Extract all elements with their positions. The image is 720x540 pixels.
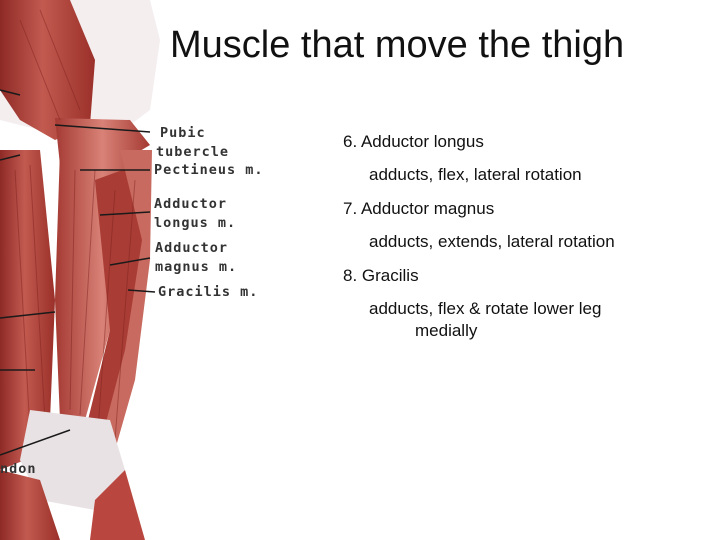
thigh-muscle-illustration bbox=[0, 0, 160, 540]
muscle-action: adducts, flex, lateral rotation bbox=[369, 165, 582, 184]
gracilis-muscle bbox=[100, 150, 152, 450]
list-item-adductor-longus: 6. Adductor longus adducts, flex, latera… bbox=[343, 132, 713, 186]
label-pubic-tubercle-line1: Pubic bbox=[160, 125, 206, 141]
label-pubic-tubercle-line2: tubercle bbox=[156, 144, 230, 160]
muscle-action: adducts, flex & rotate lower leg mediall… bbox=[343, 298, 713, 342]
label-gracilis: Gracilis m. bbox=[158, 284, 259, 300]
label-adductor-longus: Adductor longus m. bbox=[154, 195, 236, 233]
label-adductor-longus-line2: longus m. bbox=[154, 215, 237, 231]
lower-leg-medial bbox=[90, 470, 145, 540]
label-adductor-longus-line1: Adductor bbox=[154, 196, 228, 212]
label-pectineus: Pectineus m. bbox=[154, 162, 264, 178]
label-pubic-tubercle: Pubic tubercle bbox=[156, 124, 229, 162]
knee-tendon bbox=[20, 410, 125, 510]
muscle-name: 8. Gracilis bbox=[343, 266, 419, 285]
muscle-list: 6. Adductor longus adducts, flex, latera… bbox=[343, 132, 713, 355]
muscle-name: 6. Adductor longus bbox=[343, 132, 484, 151]
list-item-gracilis: 8. Gracilis adducts, flex & rotate lower… bbox=[343, 266, 713, 342]
thigh-lateral-muscle bbox=[0, 150, 55, 470]
label-adductor-magnus-line1: Adductor bbox=[155, 240, 229, 256]
muscle-striations bbox=[14, 9, 136, 441]
muscle-action-line1: adducts, flex & rotate lower leg bbox=[369, 299, 602, 318]
muscle-name: 7. Adductor magnus bbox=[343, 199, 495, 218]
slide-title: Muscle that move the thigh bbox=[170, 24, 625, 66]
label-adductor-magnus-line2: magnus m. bbox=[155, 259, 238, 275]
label-tendon-fragment: ndon bbox=[0, 461, 37, 477]
list-item-adductor-magnus: 7. Adductor magnus adducts, extends, lat… bbox=[343, 199, 713, 253]
muscle-action-line2: medially bbox=[415, 321, 478, 340]
lower-leg bbox=[0, 470, 60, 540]
label-adductor-magnus: Adductor magnus m. bbox=[155, 239, 237, 277]
iliopsoas-muscle bbox=[0, 0, 95, 140]
leader-lines bbox=[0, 89, 156, 456]
muscle-action: adducts, extends, lateral rotation bbox=[369, 232, 615, 251]
adductor-magnus-muscle bbox=[88, 160, 150, 440]
